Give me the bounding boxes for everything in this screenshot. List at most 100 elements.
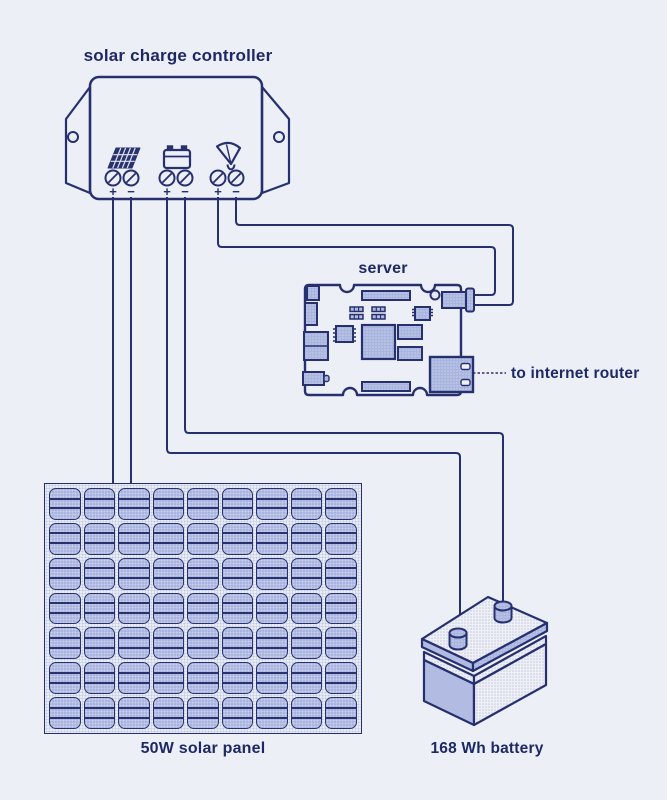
solar-cell <box>221 627 254 660</box>
solar-cell <box>187 488 219 520</box>
solar-cell <box>325 522 357 555</box>
chip-icon <box>397 346 423 361</box>
battery-terminal <box>448 627 468 651</box>
solar-cell <box>152 592 185 625</box>
terminal-plus-label: + <box>163 184 171 199</box>
terminal-minus-label: − <box>232 184 240 199</box>
solar-charge-controller: + − + − + − <box>64 75 291 201</box>
solar-cell <box>290 592 323 625</box>
smd-components <box>349 306 386 320</box>
screw-terminal <box>158 169 176 187</box>
solar-cell <box>256 488 288 520</box>
solar-cell <box>221 662 254 695</box>
solar-cell <box>49 488 81 520</box>
solar-panel-icon <box>107 147 141 169</box>
usb-port-icon <box>306 285 320 301</box>
solar-cell <box>187 592 219 625</box>
solar-cell <box>83 522 116 555</box>
header-strip <box>361 381 411 392</box>
usb-stack-icon <box>303 331 329 361</box>
solar-cell <box>83 627 116 660</box>
solar-cell <box>118 557 150 590</box>
power-jack-icon <box>441 287 475 313</box>
solar-cell <box>325 488 357 520</box>
solar-cell <box>325 557 357 590</box>
solar-cell <box>49 592 81 625</box>
battery-icon <box>162 145 192 170</box>
wire-load-plus <box>217 197 496 296</box>
solar-cell <box>256 627 288 660</box>
solar-cell <box>83 662 116 695</box>
terminal-minus-label: − <box>181 184 189 199</box>
server-board <box>302 283 475 397</box>
usb-port-icon <box>304 302 318 326</box>
solar-cell <box>118 627 150 660</box>
solar-cell <box>152 522 185 555</box>
cpu-chip <box>360 323 397 361</box>
solar-cell <box>49 697 81 729</box>
solar-cell <box>290 697 323 729</box>
solar-cell <box>187 662 219 695</box>
solar-cell <box>152 557 185 590</box>
battery-label: 168 Wh battery <box>430 740 544 757</box>
board-hole <box>429 289 441 301</box>
solar-panel <box>44 483 362 734</box>
solar-cell <box>152 627 185 660</box>
solar-cell <box>290 662 323 695</box>
battery-body <box>422 634 548 727</box>
solar-cell <box>325 697 357 729</box>
solar-cell <box>83 592 116 625</box>
solar-cell <box>152 662 185 695</box>
wire-battery-plus <box>166 197 461 634</box>
router-label: to internet router <box>511 365 640 382</box>
solar-cell <box>256 592 288 625</box>
solar-cell <box>187 697 219 729</box>
screw-terminals: + − + − + − <box>104 169 245 199</box>
terminal-plus-label: + <box>214 184 222 199</box>
mounting-hole-left <box>67 131 79 143</box>
terminal-plus-label: + <box>109 184 117 199</box>
solar-cell <box>290 488 323 520</box>
screw-terminal <box>122 169 140 187</box>
solar-cell <box>221 557 254 590</box>
solar-cell <box>325 627 357 660</box>
screw-terminal <box>227 169 245 187</box>
solar-cell <box>83 557 116 590</box>
solar-cell <box>118 697 150 729</box>
solar-cell <box>118 488 150 520</box>
wire-battery-minus <box>184 197 504 609</box>
solar-cell <box>83 488 116 520</box>
solar-cell <box>49 557 81 590</box>
battery <box>420 595 549 727</box>
controller-body <box>64 75 291 201</box>
solar-cell <box>256 662 288 695</box>
solar-cell <box>256 697 288 729</box>
wire-load-minus <box>235 197 514 306</box>
controller-case <box>88 75 264 201</box>
chip-icon <box>333 325 356 343</box>
ethernet-port-icon <box>428 355 475 394</box>
server-label: server <box>358 260 408 277</box>
battery-terminal <box>493 600 513 624</box>
solar-cell <box>221 592 254 625</box>
solar-cell <box>325 662 357 695</box>
solar-cell <box>118 522 150 555</box>
solar-cell <box>290 522 323 555</box>
chip-icon <box>412 306 433 321</box>
solar-cell <box>152 488 185 520</box>
header-strip <box>361 290 411 301</box>
solar-cell <box>118 592 150 625</box>
lamp-icon <box>215 141 242 171</box>
solar-cell <box>187 627 219 660</box>
solar-cell <box>118 662 150 695</box>
solar-cell <box>256 522 288 555</box>
solar-cell <box>221 488 254 520</box>
screw-terminal <box>209 169 227 187</box>
pcb-outline <box>303 283 463 397</box>
solar-panel-label: 50W solar panel <box>140 740 266 757</box>
solar-cell <box>49 522 81 555</box>
solar-cell <box>221 522 254 555</box>
solar-cell <box>152 697 185 729</box>
